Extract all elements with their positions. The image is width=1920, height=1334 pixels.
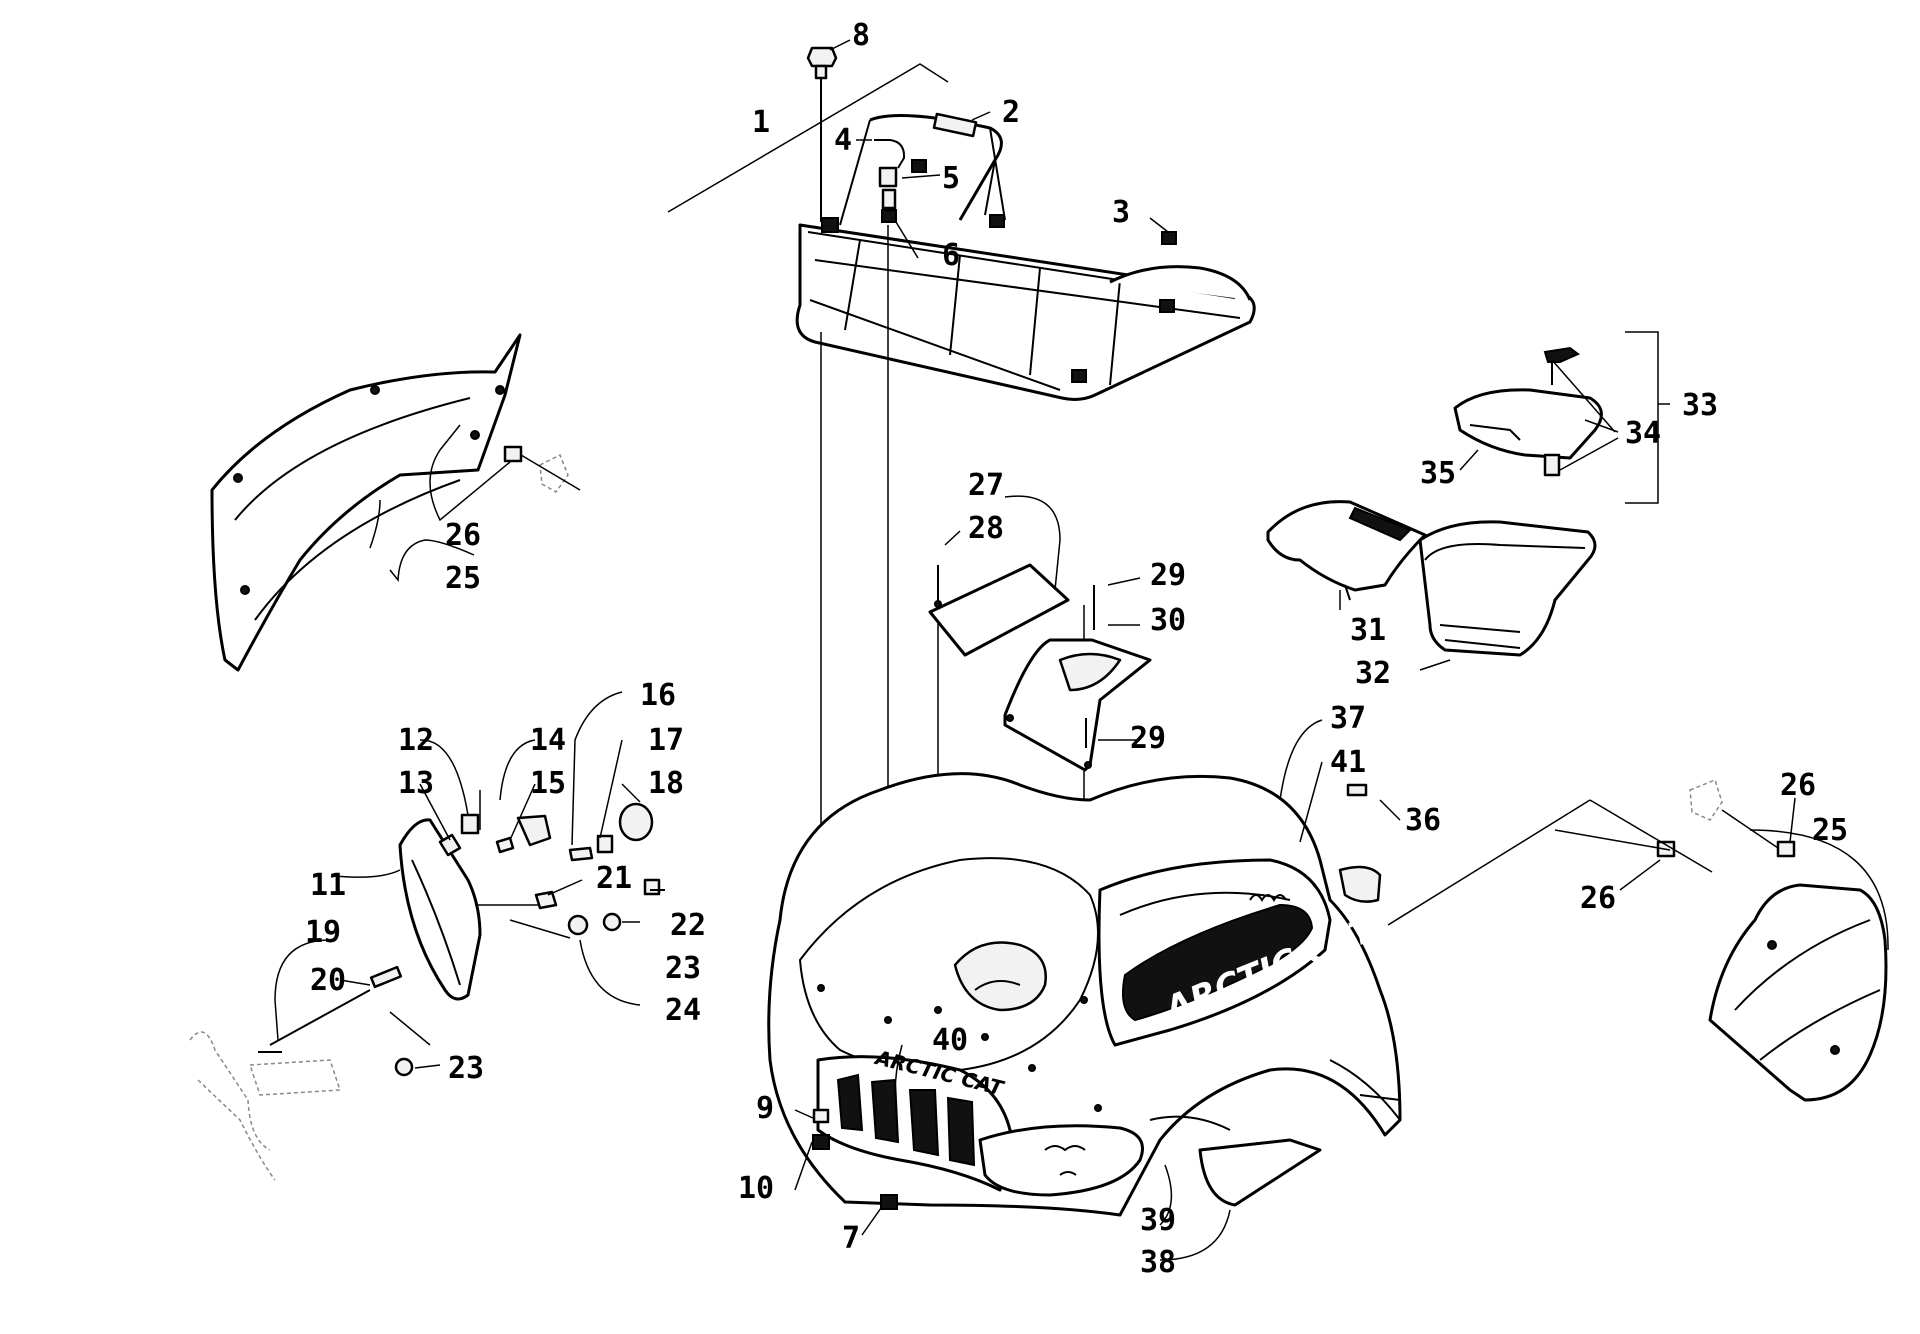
callout-32: 32 [1355, 656, 1391, 691]
callout-11: 11 [310, 868, 346, 903]
callout-12: 12 [398, 723, 434, 758]
mount-hole [884, 1016, 892, 1024]
callout-27: 27 [968, 468, 1004, 503]
callout-35: 35 [1420, 456, 1456, 491]
callout-28: 28 [968, 511, 1004, 546]
callout-4: 4 [834, 123, 852, 158]
mount-hole [1094, 1104, 1102, 1112]
callout-33: 33 [1682, 388, 1718, 423]
callout-labels: 1 2 3 4 5 6 7 8 9 10 11 12 13 14 15 16 1… [305, 18, 1848, 1280]
callout-31: 31 [1350, 613, 1386, 648]
callout-23-b: 23 [448, 1051, 484, 1086]
storage-lid-31 [1266, 500, 1427, 601]
headlight-housing-11 [398, 818, 482, 1001]
callout-14: 14 [530, 723, 566, 758]
left-side-panel [210, 333, 522, 672]
callout-38: 38 [1140, 1245, 1176, 1280]
mount-hole [817, 984, 825, 992]
callout-29-bottom: 29 [1130, 721, 1166, 756]
callout-6: 6 [942, 238, 960, 273]
rack-mount-tab-top [911, 159, 927, 173]
mount-hole [934, 1006, 942, 1014]
callout-29-top: 29 [1150, 558, 1186, 593]
rack-push-nut-3 [1161, 231, 1177, 245]
callout-16: 16 [640, 678, 676, 713]
callout-5: 5 [942, 161, 960, 196]
callout-19: 19 [305, 915, 341, 950]
rivet-28 [934, 565, 942, 608]
callout-17: 17 [648, 723, 684, 758]
callout-26-right-bottom: 26 [1580, 881, 1616, 916]
rack-mount-tab-left [821, 217, 839, 233]
callout-39: 39 [1140, 1203, 1176, 1238]
callout-25-left: 25 [445, 561, 481, 596]
callout-36: 36 [1405, 803, 1441, 838]
callout-3: 3 [1112, 195, 1130, 230]
callout-40: 40 [932, 1023, 968, 1058]
adjuster-hardware [258, 878, 665, 1077]
rivets-29 [1085, 585, 1095, 748]
ghost-bracket [189, 1031, 342, 1181]
rack-mount-tab-front [1071, 369, 1087, 383]
body-bracket [1338, 865, 1382, 903]
mount-hole [1028, 1064, 1036, 1072]
leader-lines [274, 39, 1889, 1261]
callout-18: 18 [648, 766, 684, 801]
callout-26-left: 26 [445, 518, 481, 553]
front-rack [795, 112, 1256, 401]
callout-7: 7 [842, 1221, 860, 1256]
mount-hole [981, 1033, 989, 1041]
callout-34: 34 [1625, 416, 1661, 451]
fastener-36 [1346, 783, 1368, 797]
callout-1-bracket [667, 63, 949, 213]
callout-24: 24 [665, 993, 701, 1028]
callout-10: 10 [738, 1171, 774, 1206]
callout-23-a: 23 [665, 951, 701, 986]
mounting-bracket-30 [1003, 638, 1152, 772]
headlight-bulb-parts [438, 790, 654, 862]
callout-15: 15 [530, 766, 566, 801]
fender-nuts [812, 1108, 898, 1210]
right-side-panel [1708, 883, 1888, 1102]
callout-13: 13 [398, 766, 434, 801]
rack-brand-plate [932, 112, 978, 138]
front-grille: ARCTIC CAT [816, 1045, 1012, 1192]
rack-hardware-4-5-6 [874, 139, 906, 223]
rack-bolt-8 [806, 46, 838, 222]
rack-mount-tab-rear [989, 214, 1005, 228]
callout-1: 1 [752, 105, 770, 140]
left-grommet-26 [503, 445, 581, 493]
access-panel-27 [928, 563, 1070, 657]
callout-30: 30 [1150, 603, 1186, 638]
callout-26-right-top: 26 [1780, 768, 1816, 803]
callout-25-right: 25 [1812, 813, 1848, 848]
front-fender-body: ARCTIC CAT ARCTIC CAT [767, 772, 1402, 1217]
callout-9: 9 [756, 1091, 774, 1126]
decal-39 [1149, 1115, 1231, 1131]
callout-20: 20 [310, 963, 346, 998]
lower-decal-38 [1198, 1138, 1322, 1207]
callout-22: 22 [670, 908, 706, 943]
right-panel-leader [1589, 799, 1713, 873]
rack-mount-tab-right [1159, 299, 1175, 313]
headlight-lens [978, 1124, 1144, 1197]
callout-37: 37 [1330, 701, 1366, 736]
callout-41: 41 [1330, 745, 1366, 780]
callout-2: 2 [1002, 95, 1020, 130]
mount-hole [1080, 996, 1088, 1004]
storage-bin-32 [1418, 520, 1597, 657]
callout-8: 8 [852, 18, 870, 53]
callout-21: 21 [596, 861, 632, 896]
